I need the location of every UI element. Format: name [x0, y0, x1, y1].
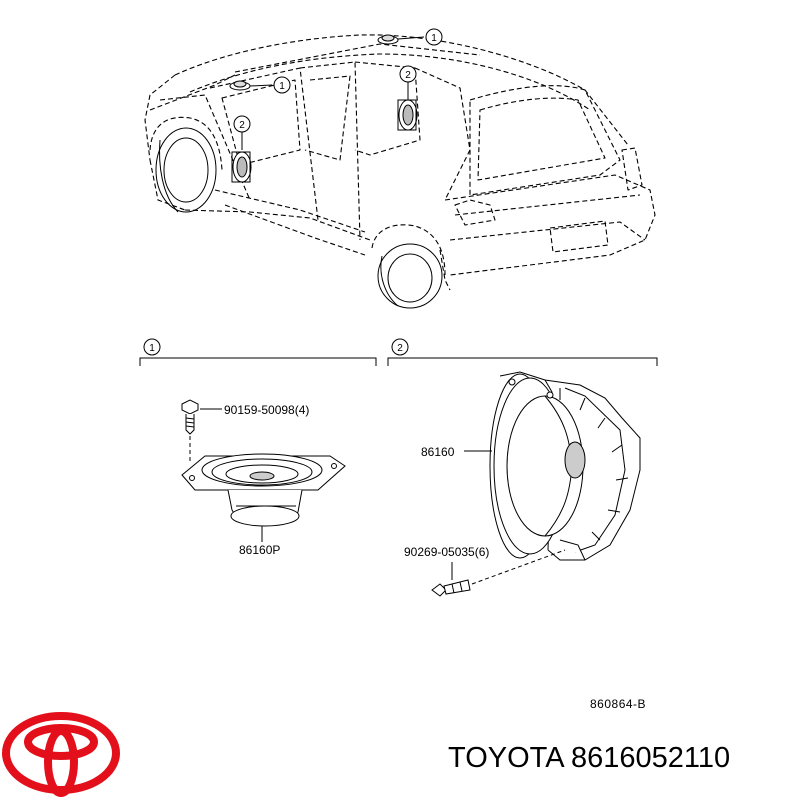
part-number-tweeter-bolt: 90159-50098(4) [224, 403, 309, 417]
part-number-door-speaker: 86160 [421, 445, 455, 459]
car-outline [144, 34, 656, 291]
callout-marker: 2 [391, 338, 409, 356]
callout-marker: 1 [425, 28, 443, 46]
diagram-code: 860864-B [590, 697, 646, 711]
callout-marker: 2 [399, 65, 417, 83]
callout-marker: 2 [233, 115, 251, 133]
callout-marker: 1 [273, 76, 291, 94]
part-number-tweeter-speaker: 86160P [239, 543, 280, 557]
brand-caption: TOYOTA 8616052110 [448, 742, 731, 774]
car-wheels [155, 127, 443, 309]
callout-label: 1 [279, 81, 285, 92]
clip-icon [431, 579, 471, 597]
section-bracket-1 [139, 357, 377, 366]
leader-line [471, 549, 566, 585]
callout-marker: 1 [143, 338, 161, 356]
section-label: 2 [397, 343, 403, 354]
toyota-logo-icon [2, 712, 120, 797]
callout-label: 2 [239, 120, 245, 131]
tweeter-speaker-icon [181, 453, 346, 527]
bolt-icon [181, 399, 199, 435]
callout-label: 2 [405, 70, 411, 81]
door-speaker-icon [489, 371, 641, 561]
callout-label: 1 [431, 33, 437, 44]
part-number-door-speaker-clip: 90269-05035(6) [404, 545, 489, 559]
section-bracket-2 [387, 357, 658, 366]
section-label: 1 [149, 343, 155, 354]
